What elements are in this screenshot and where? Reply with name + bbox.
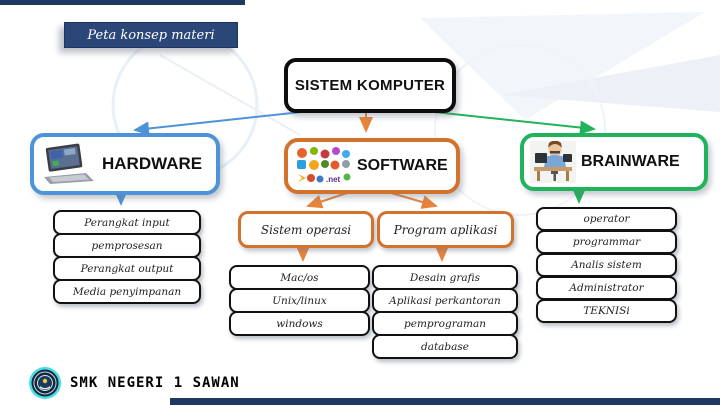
software-logos-collage-icon: .net [294, 146, 354, 186]
slide-title-banner: Peta konsep materi [64, 22, 238, 48]
leaf-programmar: programmar [536, 230, 677, 254]
node-program-aplikasi: Program aplikasi [377, 211, 514, 248]
footer-school-name-wrap: SMK NEGERI 1 SAWAN [70, 372, 240, 394]
operator-at-desk-icon [530, 141, 576, 183]
node-software: .net SOFTWARE [284, 138, 460, 194]
leaf-label: windows [276, 317, 323, 330]
leaf-label: pemprograman [404, 317, 486, 330]
group-label: Program aplikasi [393, 222, 498, 237]
leaf-mac-os: Mac/os [229, 265, 370, 290]
leaf-pemprograman: pemprograman [372, 311, 518, 336]
leaf-label: Media penyimpanan [72, 285, 182, 298]
leaf-aplikasi-perkantoran: Aplikasi perkantoran [372, 288, 518, 313]
leaf-label: Aplikasi perkantoran [389, 294, 501, 307]
leaf-label: Mac/os [280, 271, 319, 284]
node-hardware: HARDWARE [30, 133, 220, 195]
leaf-label: Perangkat input [84, 216, 170, 229]
leaf-analis-sistem: Analis sistem [536, 253, 677, 277]
leaf-label: TEKNISi [583, 305, 630, 317]
laptop-icon [40, 143, 98, 185]
node-sistem-operasi: Sistem operasi [238, 211, 374, 248]
leaf-administrator: Administrator [536, 276, 677, 300]
leaf-label: Administrator [569, 282, 644, 294]
hardware-label: HARDWARE [102, 154, 203, 173]
leaf-pemprosesan: pemprosesan [53, 233, 201, 258]
leaf-unix-linux: Unix/linux [229, 288, 370, 313]
svg-text:.net: .net [326, 175, 341, 184]
leaf-label: Desain grafis [409, 271, 481, 284]
slide-title: Peta konsep materi [87, 27, 215, 43]
leaf-perangkat-input: Perangkat input [53, 210, 201, 235]
root-label: SISTEM KOMPUTER [294, 77, 446, 94]
leaf-label: Perangkat output [80, 262, 174, 275]
leaf-teknisi: TEKNISi [536, 299, 677, 323]
leaf-label: Unix/linux [272, 294, 327, 307]
footer-school-name: SMK NEGERI 1 SAWAN [70, 375, 240, 391]
school-emblem-logo [28, 366, 62, 400]
bottom-accent-strip [170, 398, 720, 405]
leaf-label: database [420, 340, 470, 353]
leaf-media-penyimpanan: Media penyimpanan [53, 279, 201, 304]
group-label: Sistem operasi [260, 222, 352, 237]
leaf-label: operator [583, 213, 630, 225]
leaf-windows: windows [229, 311, 370, 336]
node-brainware: BRAINWARE [520, 133, 708, 191]
leaf-label: pemprosesan [91, 239, 163, 252]
leaf-perangkat-output: Perangkat output [53, 256, 201, 281]
node-sistem-komputer: SISTEM KOMPUTER [284, 58, 456, 113]
top-accent-strip [0, 0, 245, 5]
leaf-database: database [372, 334, 518, 359]
leaf-label: Analis sistem [571, 259, 642, 271]
software-label: SOFTWARE [357, 157, 448, 174]
brainware-label: BRAINWARE [581, 153, 680, 170]
leaf-label: programmar [572, 236, 641, 248]
leaf-desain-grafis: Desain grafis [372, 265, 518, 290]
leaf-operator: operator [536, 207, 677, 231]
